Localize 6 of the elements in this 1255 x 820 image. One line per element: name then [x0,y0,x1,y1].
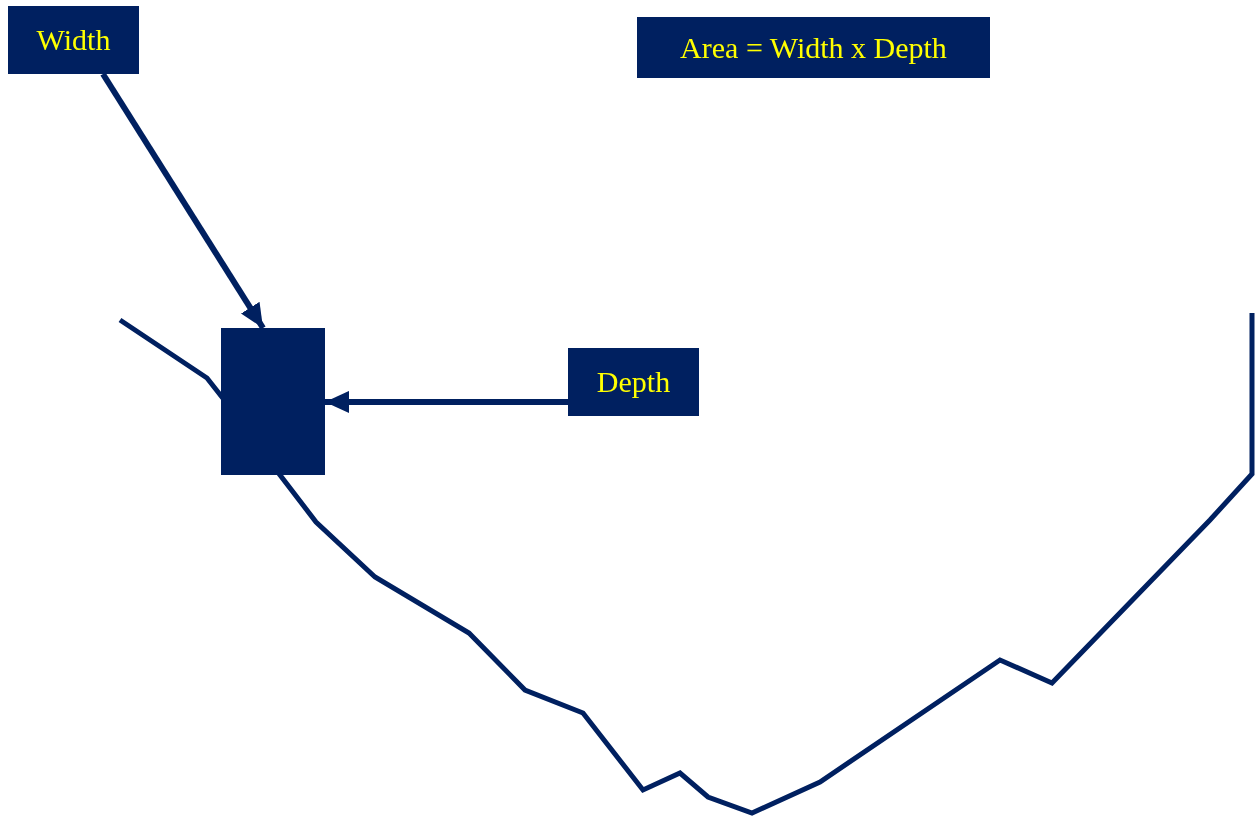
formula-box: Area = Width x Depth [637,17,990,78]
arrow [325,390,568,413]
arrow [100,72,266,330]
filled-rectangle [221,328,325,475]
label-box: Width [8,6,139,74]
label-box: Depth [568,348,699,416]
